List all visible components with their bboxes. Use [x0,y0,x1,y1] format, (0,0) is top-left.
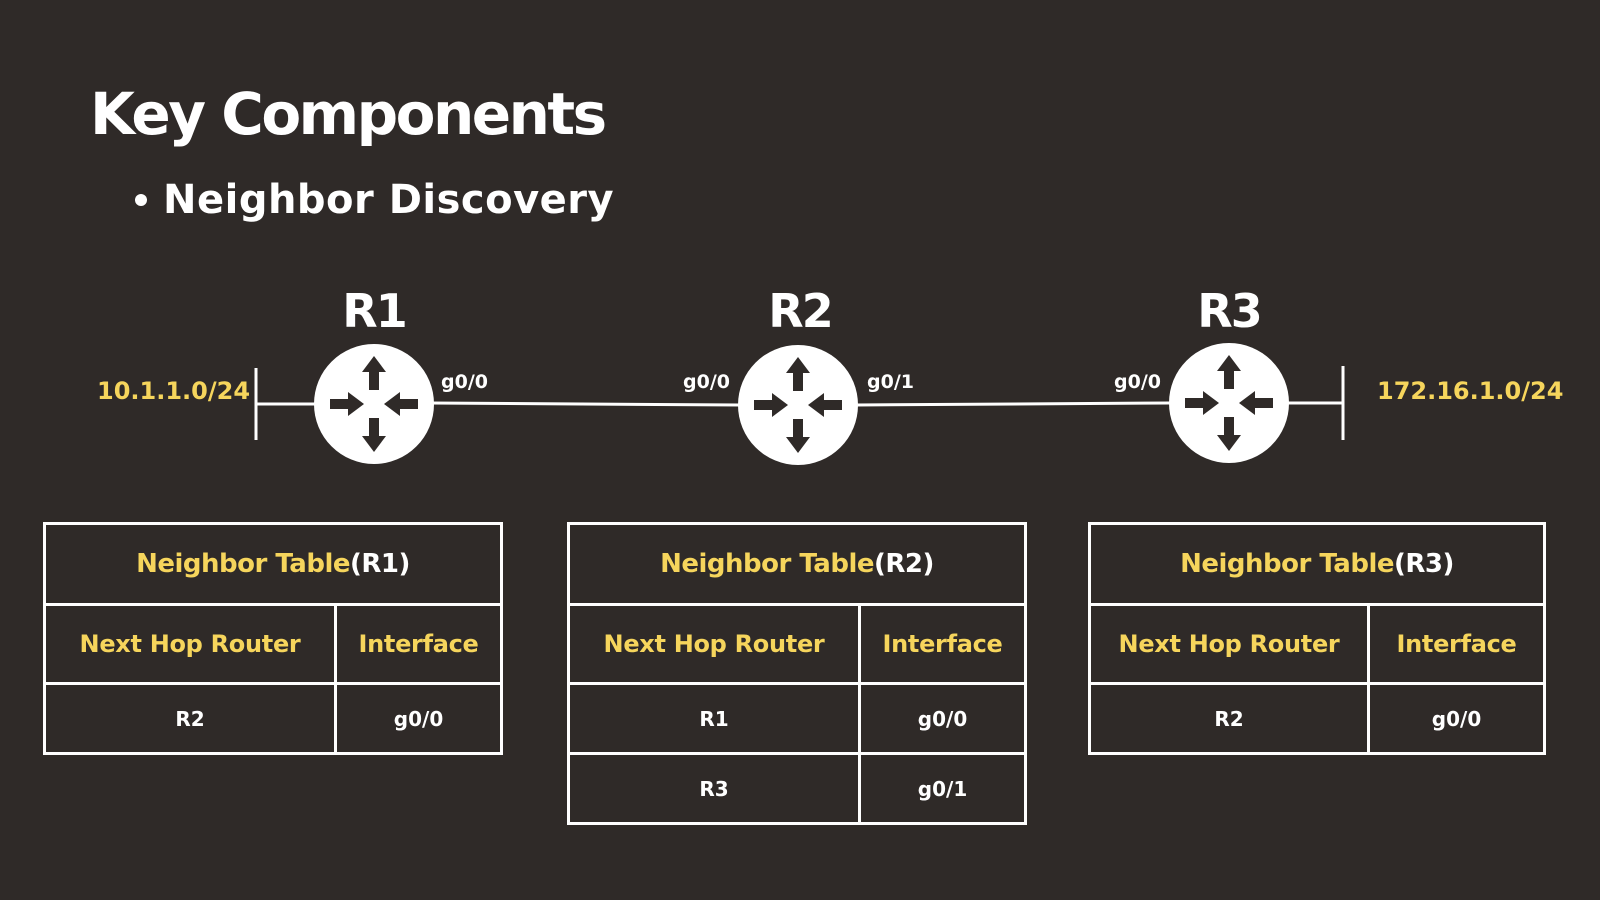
bullet-item: Neighbor Discovery [135,177,614,223]
router-icon [738,345,858,465]
column-header-interface: Interface [333,603,504,685]
column-header-next-hop: Next Hop Router [1088,603,1370,685]
neighbor-table-r3: Neighbor Table(R3) Next Hop Router Inter… [1087,522,1547,755]
cell-interface: g0/0 [333,682,504,755]
bullet-text: Neighbor Discovery [163,177,615,223]
table-caption: Neighbor Table(R3) [1087,522,1547,606]
router-label-r1: R1 [342,284,405,338]
interface-label-r2-g0-0: g0/0 [683,371,730,393]
router-label-r2: R2 [768,284,831,338]
column-header-next-hop: Next Hop Router [43,603,337,685]
table-row: R2 g0/0 [1088,682,1547,755]
cell-next-hop: R3 [567,752,861,825]
cell-interface: g0/0 [1366,682,1547,755]
cell-next-hop: R1 [567,682,861,755]
table-row: R2 g0/0 [43,682,504,755]
interface-label-r1-g0-0: g0/0 [441,371,488,393]
router-label-r3: R3 [1197,284,1260,338]
router-r3 [1169,343,1289,463]
network-label-left: 10.1.1.0/24 [97,377,250,405]
table-caption: Neighbor Table(R2) [566,522,1028,606]
neighbor-table-r2: Neighbor Table(R2) Next Hop Router Inter… [566,522,1028,825]
router-icon [1169,343,1289,463]
router-icon [314,344,434,464]
cell-interface: g0/1 [857,752,1028,825]
network-label-right: 172.16.1.0/24 [1377,377,1563,405]
slide-title: Key Components [90,80,607,148]
link-r1-r2 [429,401,741,407]
router-r1 [314,344,434,464]
bullet-dot-icon [135,194,147,206]
column-header-interface: Interface [1366,603,1547,685]
table-row: R1 g0/0 [567,682,1028,755]
cell-next-hop: R2 [1088,682,1370,755]
interface-label-r2-g0-1: g0/1 [867,371,914,393]
table-caption: Neighbor Table(R1) [42,522,504,606]
cell-interface: g0/0 [857,682,1028,755]
interface-label-r3-g0-0: g0/0 [1114,371,1161,393]
column-header-next-hop: Next Hop Router [567,603,861,685]
router-r2 [738,345,858,465]
column-header-interface: Interface [857,603,1028,685]
neighbor-table-r1: Neighbor Table(R1) Next Hop Router Inter… [42,522,504,755]
cell-next-hop: R2 [43,682,337,755]
link-r2-r3 [855,401,1171,407]
table-row: R3 g0/1 [567,752,1028,825]
